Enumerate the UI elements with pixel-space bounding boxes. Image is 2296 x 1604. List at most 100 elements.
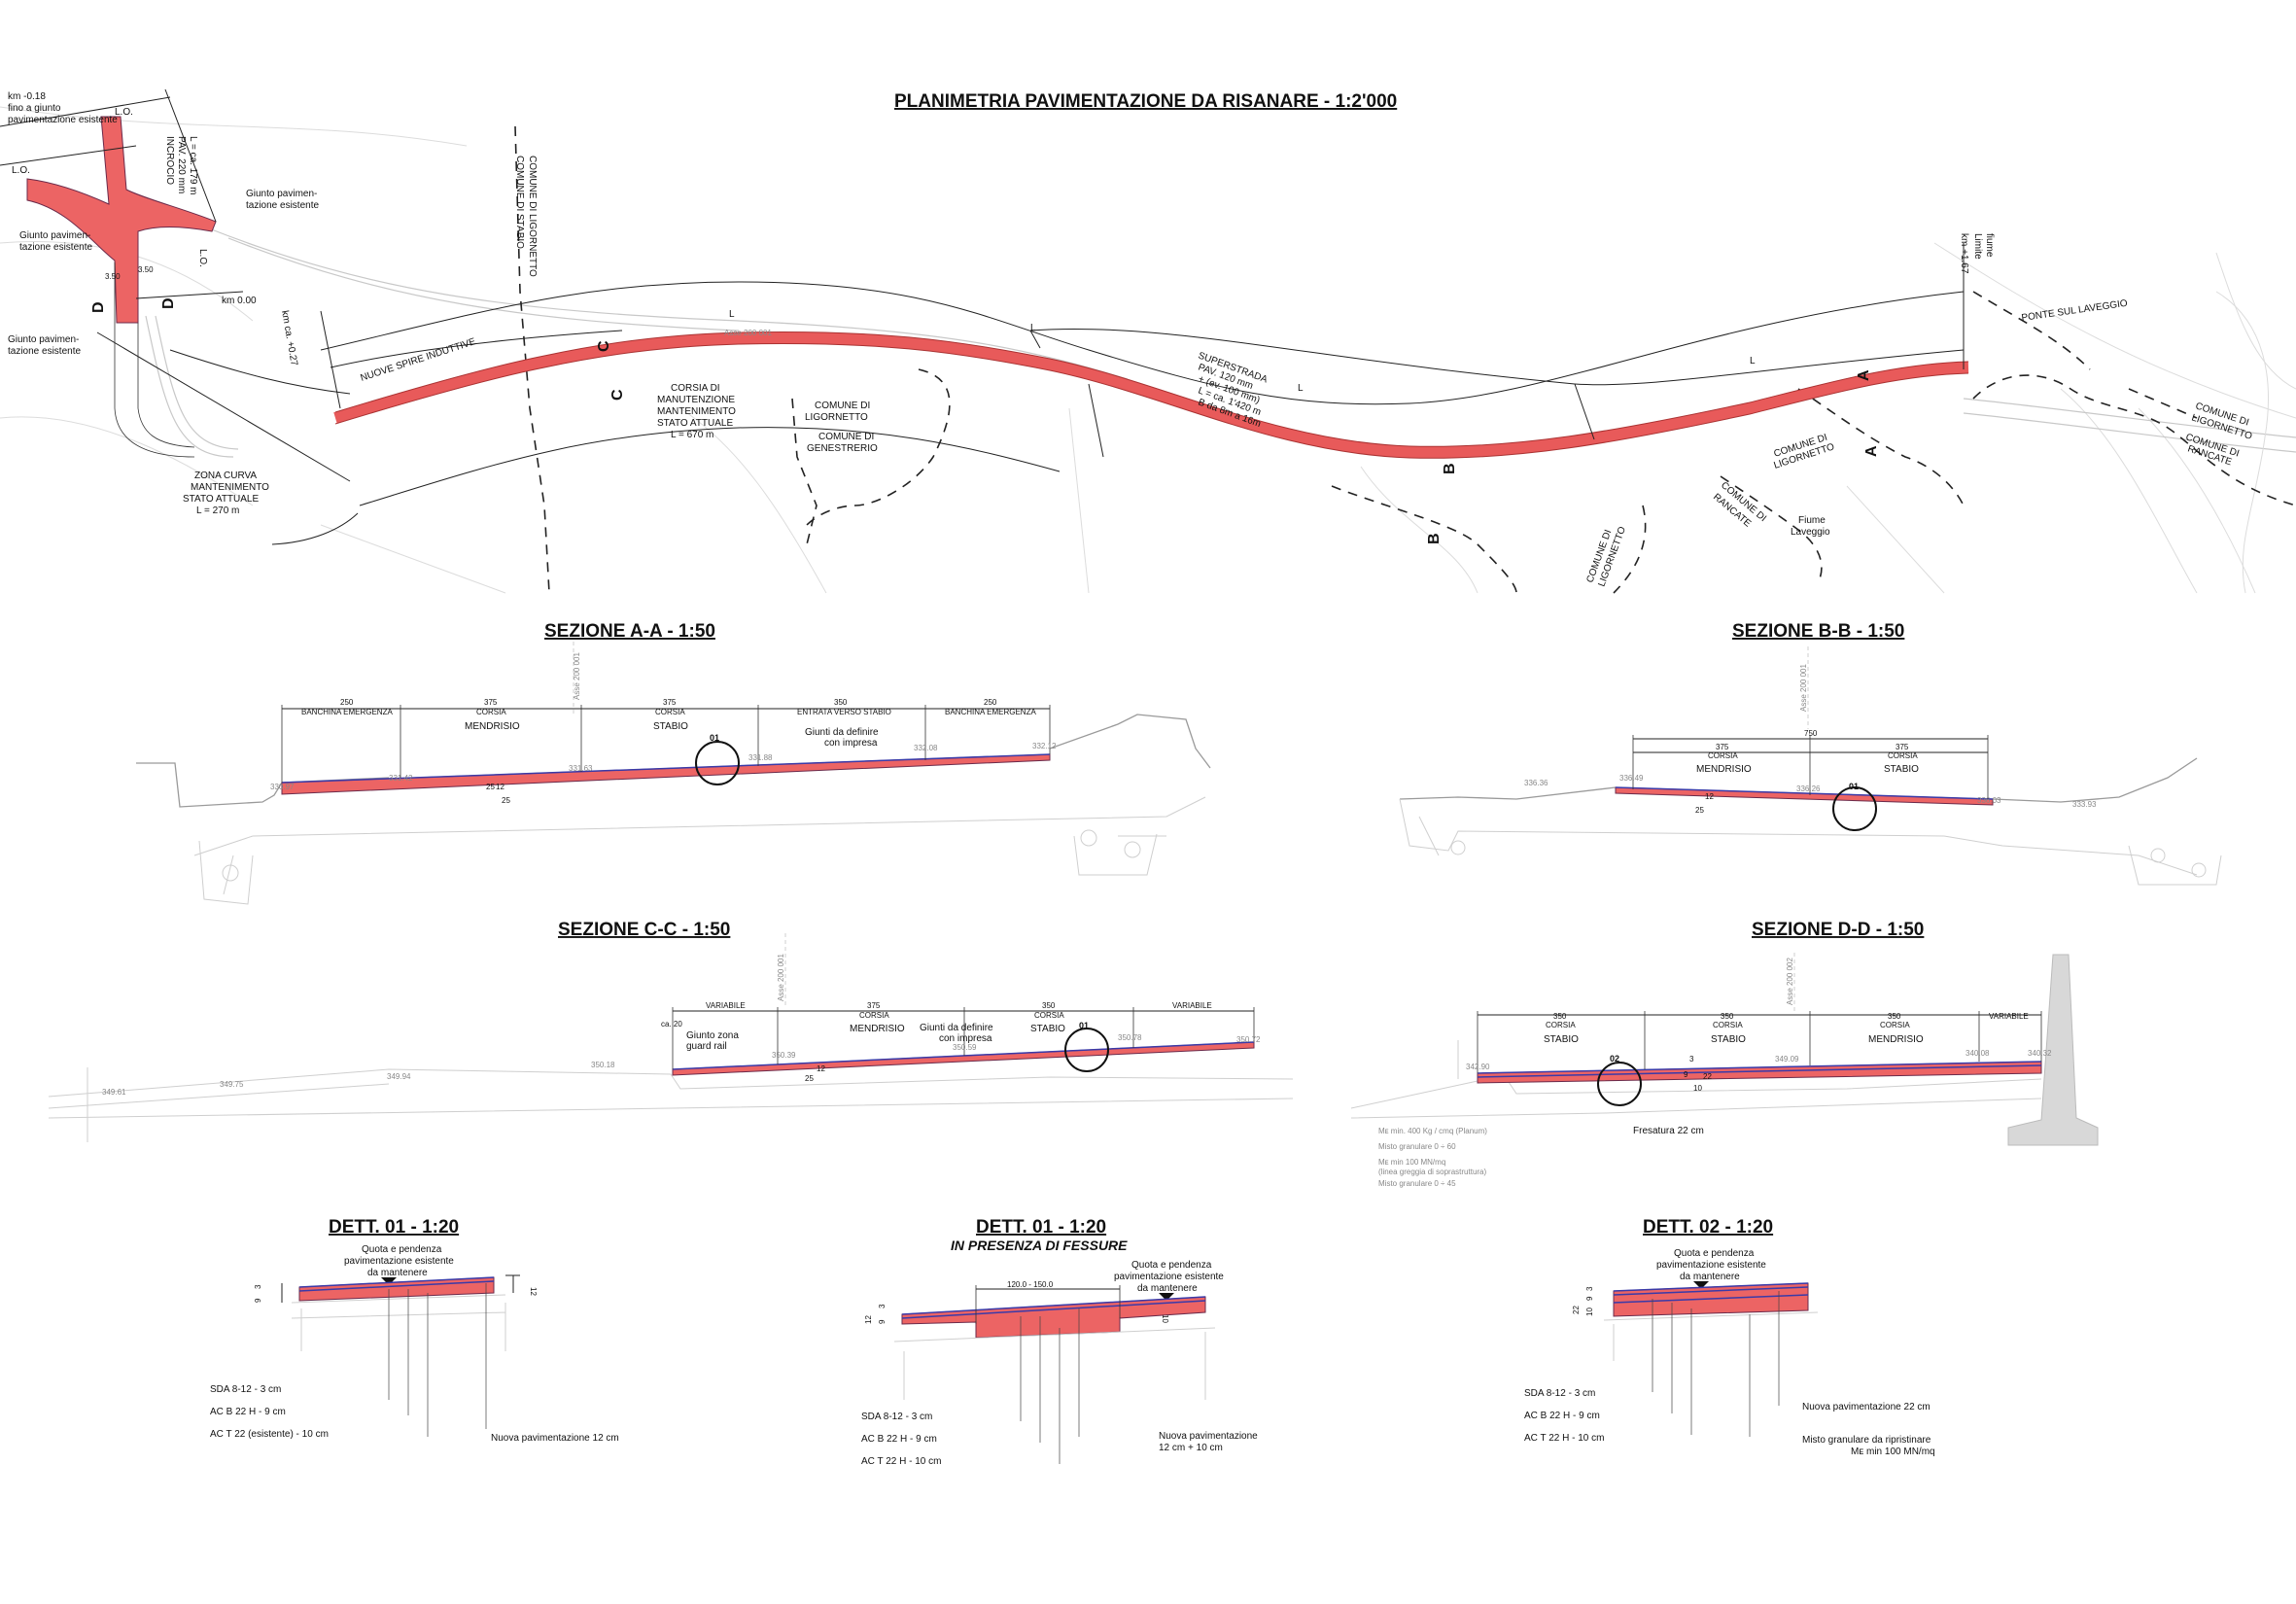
section-bb-title: SEZIONE B-B - 1:50 xyxy=(1732,621,1904,642)
cc-detail-ref: 01 xyxy=(1079,1021,1089,1030)
det2-thk-22: 22 xyxy=(1572,1306,1581,1314)
dd-dim-1: 350 xyxy=(1553,1012,1567,1021)
det2-top-2: pavimentazione esistente xyxy=(1656,1260,1766,1271)
det1-layer-2: AC B 22 H - 9 cm xyxy=(210,1407,286,1417)
aa-dim-4b: ENTRATA VERSO STABIO xyxy=(797,708,891,716)
detail-01-title: DETT. 01 - 1:20 xyxy=(329,1217,459,1238)
comune-stabio-v: COMUNE DI STABIO xyxy=(514,156,525,249)
giunto-left-1: Giunto pavimen- xyxy=(19,230,90,241)
section-cc-title: SEZIONE C-C - 1:50 xyxy=(558,920,730,940)
aa-dim-5: 250 xyxy=(984,698,997,707)
det2-thk-10: 10 xyxy=(1585,1308,1594,1316)
det2-top-1: Quota e pendenza xyxy=(1674,1248,1755,1259)
cc-elev-5: 350.39 xyxy=(772,1051,796,1060)
comune-lig2b: LIGORNETTO xyxy=(805,412,868,423)
dd-dim-4: VARIABILE xyxy=(1989,1012,2029,1021)
bb-elev-2: 336.26 xyxy=(1796,785,1821,793)
l-mark-2: L xyxy=(1750,356,1756,366)
det2-granular: Misto granulare da ripristinare xyxy=(1802,1435,1931,1446)
det1b-layer-3: AC T 22 H - 10 cm xyxy=(861,1456,941,1467)
section-markers: A A B B C C D D xyxy=(90,297,1880,544)
det2-thk-3: 3 xyxy=(1585,1286,1594,1291)
marker-c-bottom: C xyxy=(609,389,626,401)
corsia-3: MANTENIMENTO xyxy=(657,406,736,417)
dd-dim-2b: CORSIA xyxy=(1713,1021,1743,1029)
dd-thk-3: 22 xyxy=(1703,1072,1712,1081)
intersection-pavement xyxy=(26,116,217,324)
l-mark-4: L xyxy=(729,309,735,320)
aa-elev-2: 331.42 xyxy=(389,774,413,783)
giunto-right-2: tazione esistente xyxy=(246,200,319,211)
det1b-top-1: Quota e pendenza xyxy=(1131,1260,1212,1271)
aa-dim-5b: BANCHINA EMERGENZA xyxy=(945,708,1036,716)
dd-dim-3: 350 xyxy=(1888,1012,1901,1021)
aa-thk-2: 12 xyxy=(496,783,504,791)
bb-elev-3: 336.03 xyxy=(1977,796,2001,805)
main-road-pavement xyxy=(333,331,1969,459)
det2-layer-3: AC T 22 H - 10 cm xyxy=(1524,1433,1604,1444)
det1-top-2: pavimentazione esistente xyxy=(344,1256,454,1267)
aa-elev-3: 331.63 xyxy=(569,764,593,773)
km-start-label: km -0.18 xyxy=(8,91,46,102)
aa-dim-3: 375 xyxy=(663,698,677,707)
cc-note2-1: Giunti da definire xyxy=(920,1023,993,1033)
det1b-thk-9: 9 xyxy=(878,1319,887,1324)
municipal-borders xyxy=(514,125,2296,594)
det1-layer-1: SDA 8-12 - 3 cm xyxy=(210,1384,281,1395)
det2-granular-2: Mᴇ min 100 MN/mq xyxy=(1851,1447,1935,1457)
marker-b-bottom: B xyxy=(1426,533,1443,544)
corsia-4: STATO ATTUALE xyxy=(657,418,733,429)
det1b-layer-2: AC B 22 H - 9 cm xyxy=(861,1434,937,1445)
incrocio-label-2: PAV. 220 mm xyxy=(176,136,187,193)
dd-detail-ref: 02 xyxy=(1610,1054,1619,1064)
detail-01-fessure: DETT. 01 - 1:20 IN PRESENZA DI FESSURE Q… xyxy=(861,1217,1258,1467)
comune-ligornetto-v: COMUNE DI LIGORNETTO xyxy=(527,156,538,277)
aa-elev-6: 332.12 xyxy=(1032,742,1057,750)
det1b-width: 120.0 - 150.0 xyxy=(1007,1280,1054,1289)
aa-elev-4: 331.88 xyxy=(748,753,773,762)
incrocio-label-3: L = ca. 179 m xyxy=(188,136,198,195)
bb-dim-2: 375 xyxy=(1896,743,1909,751)
fiume-2: Laveggio xyxy=(1791,527,1830,538)
dd-note-5: Misto granulare 0 ÷ 45 xyxy=(1378,1179,1456,1188)
km-start-label-2: fino a giunto xyxy=(8,103,61,114)
giunto-left-2: tazione esistente xyxy=(19,242,92,253)
cc-note2-2: con impresa xyxy=(939,1033,992,1044)
aa-dim-1: 250 xyxy=(340,698,354,707)
dd-fresatura: Fresatura 22 cm xyxy=(1633,1126,1704,1136)
width-350b: 3.50 xyxy=(138,265,154,274)
cc-axis: Asse 200 001 xyxy=(777,954,785,1001)
plan-labels: km -0.18 fino a giunto pavimentazione es… xyxy=(8,91,2253,588)
cc-elev-2: 349.75 xyxy=(220,1080,244,1089)
dd-lane-stabio-2: STABIO xyxy=(1711,1034,1746,1045)
dd-elev-3: 340.08 xyxy=(1966,1049,1990,1058)
bb-elev-0: 336.36 xyxy=(1524,779,1548,787)
det1b-thk-10: 10 xyxy=(1161,1314,1169,1323)
marker-c-top: C xyxy=(596,340,612,352)
cc-lane-stabio: STABIO xyxy=(1030,1024,1065,1034)
cc-lane-mendrisio: MENDRISIO xyxy=(850,1024,905,1034)
plan-view: PLANIMETRIA PAVIMENTAZIONE DA RISANARE -… xyxy=(0,88,2296,594)
extent-lines xyxy=(0,88,1965,545)
cc-elev-7: 350.78 xyxy=(1118,1033,1142,1042)
zona-3: STATO ATTUALE xyxy=(183,494,259,505)
cc-note1-2: guard rail xyxy=(686,1041,727,1052)
detail-02: DETT. 02 - 1:20 Quota e pendenza pavimen… xyxy=(1524,1217,1935,1457)
lo-left: L.O. xyxy=(12,165,30,176)
cc-elev-4: 350.18 xyxy=(591,1061,615,1069)
aa-thk-3: 25 xyxy=(502,796,510,805)
corsia-1: CORSIA DI xyxy=(671,383,720,394)
cc-thk-1: 25 xyxy=(805,1074,814,1083)
aa-note-1: Giunti da definire xyxy=(805,727,879,738)
dd-note-4: (linea greggia di soprastruttura) xyxy=(1378,1168,1487,1176)
detail-01b-subtitle: IN PRESENZA DI FESSURE xyxy=(951,1238,1128,1253)
l-mark-3: L xyxy=(1298,383,1304,394)
aa-thk-1: 25 xyxy=(486,783,495,791)
det2-new-pave: Nuova pavimentazione 22 cm xyxy=(1802,1402,1931,1412)
cc-elev-8: 350.72 xyxy=(1236,1035,1261,1044)
bb-dim-1: 375 xyxy=(1716,743,1729,751)
dd-note-3: Mᴇ min 100 MN/mq xyxy=(1378,1158,1445,1167)
marker-d-left: D xyxy=(90,301,107,313)
width-350a: 3.50 xyxy=(105,272,121,281)
aa-dim-2: 375 xyxy=(484,698,498,707)
